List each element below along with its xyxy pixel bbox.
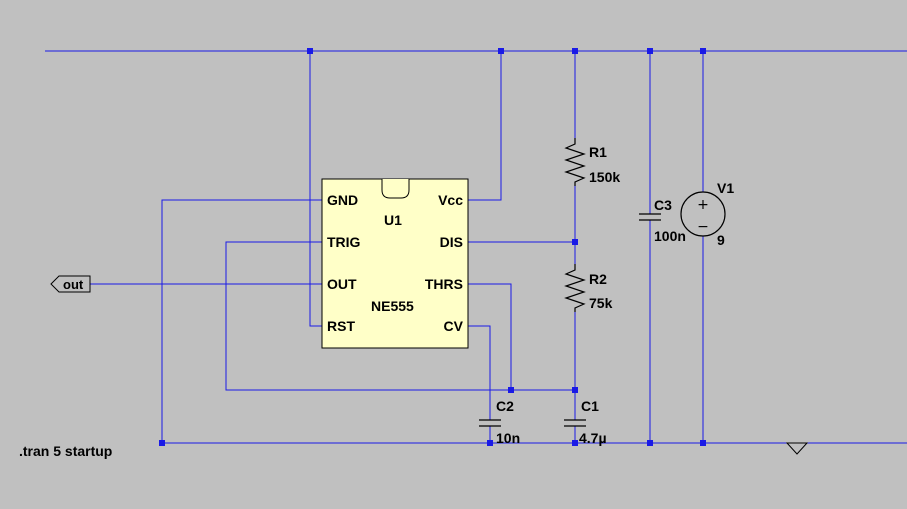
junction [572, 48, 578, 54]
voltage-source-v1[interactable]: + − V1 9 [680, 180, 734, 248]
r2-value: 75k [589, 295, 613, 311]
junction [647, 48, 653, 54]
v1-value: 9 [717, 232, 725, 248]
net-label-out[interactable]: out [50, 275, 91, 293]
junction [572, 239, 578, 245]
c2-value: 10n [496, 430, 520, 446]
ne555-chip[interactable]: U1 NE555 GND TRIG OUT RST Vcc DIS THRS C… [321, 178, 469, 349]
pin-gnd: GND [327, 192, 358, 208]
chip-notch-icon [381, 179, 410, 199]
wire-cv[interactable] [468, 325, 491, 420]
minus-icon: − [697, 219, 709, 235]
pin-vcc: Vcc [438, 192, 463, 208]
voltage-source-icon [680, 191, 726, 237]
r2-ref: R2 [589, 271, 607, 287]
r1-ref: R1 [589, 144, 607, 160]
capacitor-c1[interactable]: C1 4.7µ [564, 398, 607, 446]
c1-value: 4.7µ [579, 430, 607, 446]
wires [45, 50, 907, 444]
junction [700, 48, 706, 54]
c3-value: 100n [654, 228, 686, 244]
wire-rst[interactable] [309, 51, 322, 327]
pin-trig: TRIG [327, 234, 361, 250]
chip-part: NE555 [371, 298, 414, 314]
pin-thrs: THRS [425, 276, 463, 292]
wire-vcc[interactable] [468, 51, 502, 201]
r1-value: 150k [589, 169, 620, 185]
spice-directive[interactable]: .tran 5 startup [19, 443, 112, 459]
pin-rst: RST [327, 318, 355, 334]
resistor-icon [564, 264, 586, 312]
chip-body [321, 178, 469, 349]
net-flag-icon [50, 275, 91, 293]
junction [700, 440, 706, 446]
junction [307, 48, 313, 54]
net-label-text: out [63, 277, 84, 292]
c3-ref: C3 [654, 197, 672, 213]
pin-dis: DIS [440, 234, 463, 250]
junctions [159, 48, 706, 446]
junction [487, 440, 493, 446]
pin-out: OUT [327, 276, 357, 292]
resistor-r2[interactable]: R2 75k [564, 264, 613, 312]
capacitor-c3[interactable]: C3 100n [639, 197, 686, 244]
v1-ref: V1 [717, 180, 734, 196]
plus-icon: + [697, 197, 709, 213]
c2-ref: C2 [496, 398, 514, 414]
c1-ref: C1 [581, 398, 599, 414]
chip-ref: U1 [384, 212, 402, 228]
wire-thrs[interactable] [468, 283, 512, 390]
resistor-r1[interactable]: R1 150k [564, 138, 620, 186]
wire-trig[interactable] [225, 241, 575, 391]
junction [159, 440, 165, 446]
capacitor-c2[interactable]: C2 10n [479, 398, 520, 446]
junction [572, 387, 578, 393]
junction [572, 440, 578, 446]
wire-gnd[interactable] [161, 199, 322, 443]
ground-icon[interactable] [785, 442, 809, 455]
junction [498, 48, 504, 54]
resistor-icon [564, 138, 586, 186]
junction [647, 440, 653, 446]
pin-cv: CV [444, 318, 464, 334]
junction [508, 387, 514, 393]
